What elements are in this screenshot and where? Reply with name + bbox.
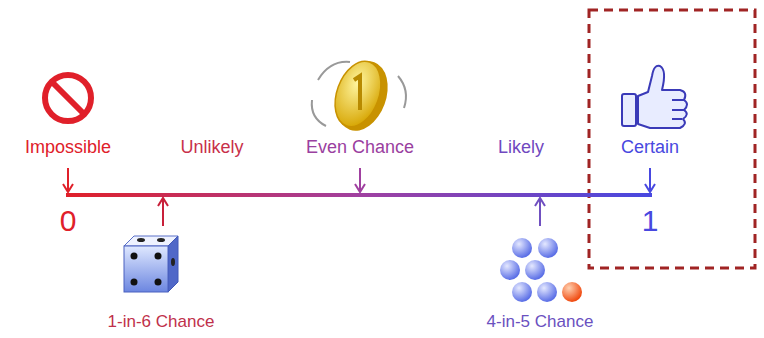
balls-icon xyxy=(500,238,582,302)
highlight-box xyxy=(589,10,755,268)
scale-label: Certain xyxy=(621,138,679,158)
impossible-icon xyxy=(45,75,91,121)
pointer-arrows xyxy=(63,168,655,226)
scale-label: Even Chance xyxy=(306,138,414,158)
die-icon xyxy=(124,236,178,292)
scale-label: Impossible xyxy=(25,138,111,158)
scale-label: Likely xyxy=(498,138,544,158)
coin-icon xyxy=(312,54,406,138)
scale-number: 1 xyxy=(642,204,659,237)
example-caption: 4-in-5 Chance xyxy=(487,313,594,332)
example-caption: 1-in-6 Chance xyxy=(108,313,215,332)
thumbs-up-icon xyxy=(622,66,687,128)
scale-label: Unlikely xyxy=(180,138,243,158)
scale-number: 0 xyxy=(60,204,77,237)
probability-line xyxy=(66,193,652,197)
